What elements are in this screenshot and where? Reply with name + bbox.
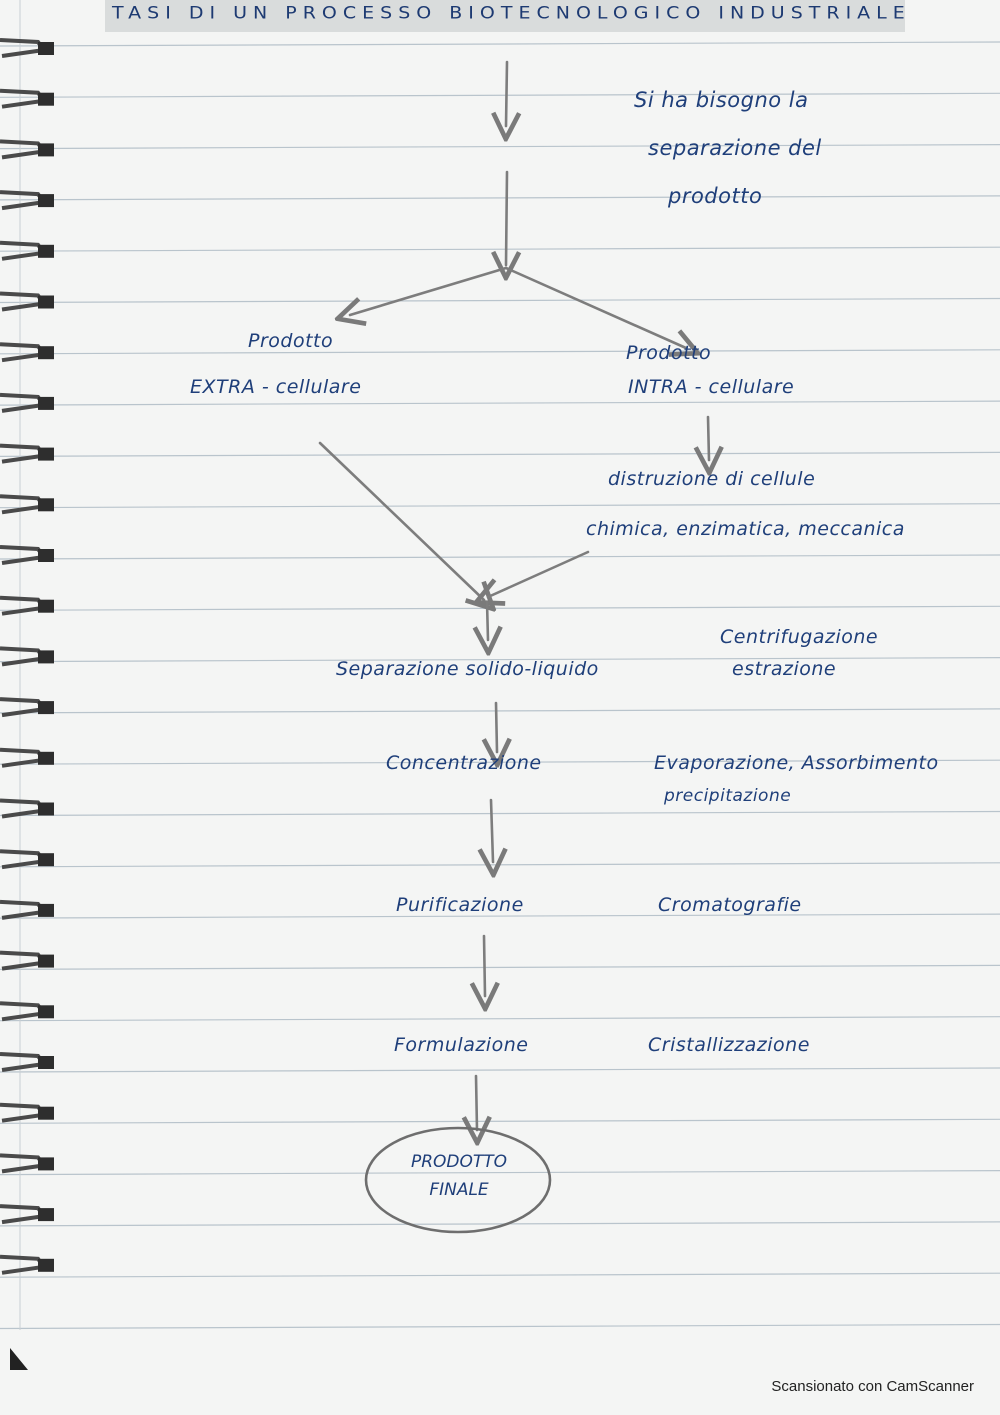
spiral-hole <box>38 954 54 968</box>
title-band <box>105 0 905 32</box>
spiral-hole <box>38 751 54 765</box>
spiral-hole <box>38 903 54 917</box>
disruption-methods: chimica, enzimatica, meccanica <box>586 518 905 540</box>
step-label: Concentrazione <box>386 752 542 774</box>
step-method: estrazione <box>732 658 837 680</box>
branch-left-line <box>350 266 508 315</box>
step-label: Separazione solido-liquido <box>336 658 599 680</box>
step-method: Cristallizzazione <box>648 1034 810 1056</box>
arrow-step-2 <box>491 798 493 862</box>
step-method: precipitazione <box>664 786 792 806</box>
ruled-line <box>0 1323 1000 1330</box>
arrow-step-4 <box>476 1074 477 1130</box>
ruled-line <box>0 451 1000 457</box>
ruled-line <box>0 144 1000 150</box>
spiral-hole <box>38 802 54 816</box>
ruled-line <box>0 1272 1000 1278</box>
spiral-hole <box>38 1157 54 1171</box>
spiral-hole <box>38 701 54 715</box>
final-product-line-1: PRODOTTO <box>410 1152 508 1172</box>
ruled-line <box>0 810 1000 817</box>
final-product: PRODOTTO FINALE <box>370 1148 548 1204</box>
ruled-line <box>0 246 1000 252</box>
spiral-hole <box>38 42 54 55</box>
spiral-hole <box>38 549 54 562</box>
page-title: TASI DI UN PROCESSO BIOTECNOLOGICO INDUS… <box>112 3 911 23</box>
ruled-line <box>0 1016 1000 1022</box>
arrow-step-3 <box>484 934 485 996</box>
spiral-hole <box>38 1005 54 1019</box>
spiral-hole <box>38 244 54 258</box>
page-corner-mark <box>10 1348 28 1370</box>
ruled-line <box>0 913 1000 919</box>
ruled-line <box>0 1221 1000 1227</box>
ruled-line <box>0 297 1000 304</box>
ruled-line <box>0 605 1000 611</box>
ruled-line <box>0 349 1000 355</box>
spiral-hole <box>38 853 54 867</box>
step-label: Formulazione <box>394 1034 529 1056</box>
step-method: Cromatografie <box>658 894 802 916</box>
arrow-2 <box>506 170 507 265</box>
ruled-line <box>0 1067 1000 1073</box>
ruled-line <box>0 656 1000 663</box>
arrow-1 <box>506 60 507 126</box>
branch-left-label: Prodotto <box>248 330 334 352</box>
spiral-hole <box>38 346 54 360</box>
spiral-hole <box>38 1106 54 1120</box>
note-line-3: prodotto <box>668 184 763 208</box>
arrow-step-1 <box>496 701 497 752</box>
arrow-merge-down <box>487 600 488 640</box>
ruled-line <box>0 400 1000 406</box>
spiral-hole <box>38 599 54 613</box>
ruled-line <box>0 554 1000 560</box>
extra-merge-line <box>318 441 484 600</box>
scanner-watermark: Scansionato con CamScanner <box>771 1378 974 1395</box>
spiral-hole <box>38 650 54 664</box>
ruled-line <box>0 195 1000 201</box>
disruption-label: distruzione di cellule <box>608 468 816 490</box>
step-method: Evaporazione, Assorbimento <box>654 752 939 774</box>
branch-left-sublabel: EXTRA - cellulare <box>190 376 362 398</box>
ruled-line <box>0 92 1000 98</box>
spiral-hole <box>38 1258 54 1272</box>
spiral-hole <box>38 143 54 157</box>
spiral-hole <box>38 295 54 309</box>
spiral-hole <box>38 194 54 208</box>
branch-right-label: Prodotto <box>626 342 712 364</box>
ruled-line <box>0 503 1000 509</box>
branch-right-line <box>504 266 686 348</box>
ruled-line <box>0 1169 1000 1176</box>
spiral-hole <box>38 1056 54 1069</box>
note-line-1: Si ha bisogno la <box>634 88 809 112</box>
step-label: Purificazione <box>396 894 524 916</box>
ruled-line <box>0 708 1000 714</box>
intra-merge-line <box>488 550 590 597</box>
ruled-line <box>0 964 1000 971</box>
note-line-2: separazione del <box>648 136 822 160</box>
final-product-line-2: FINALE <box>429 1180 489 1200</box>
branch-right-sublabel: INTRA - cellulare <box>628 376 795 398</box>
ruled-line <box>0 41 1000 47</box>
spiral-hole <box>38 447 54 461</box>
intra-down-arrow <box>708 415 709 460</box>
spiral-hole <box>38 498 54 512</box>
final-product-oval <box>364 1126 552 1234</box>
ruled-line <box>0 1118 1000 1124</box>
spiral-hole <box>38 396 54 410</box>
spiral-hole <box>38 92 54 106</box>
spiral-hole <box>38 1208 54 1222</box>
step-method: Centrifugazione <box>720 626 879 648</box>
